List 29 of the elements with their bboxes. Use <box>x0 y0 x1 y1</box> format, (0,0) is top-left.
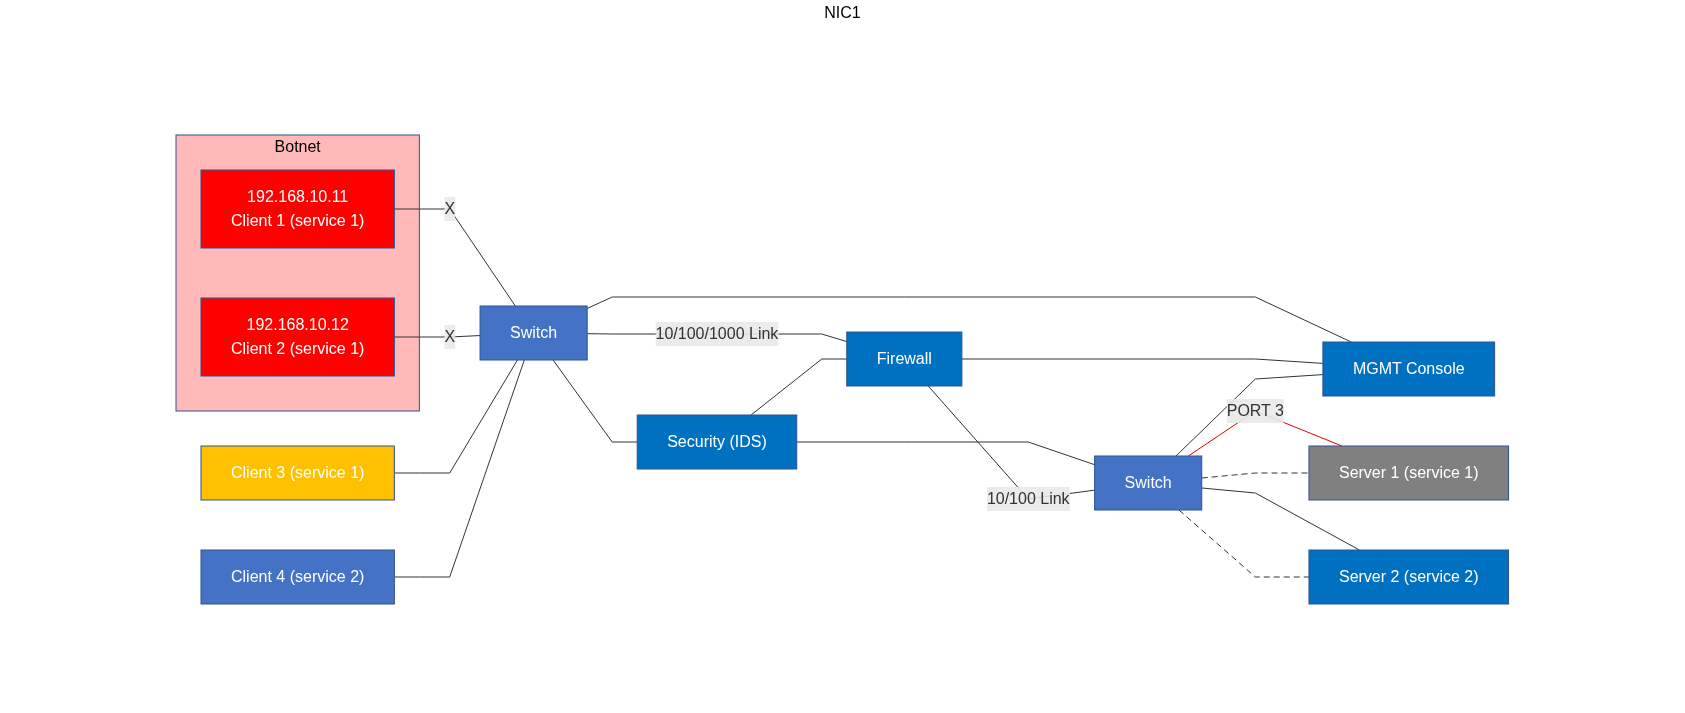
edge-label: 10/100/1000 Link <box>655 325 779 342</box>
connector <box>1175 374 1324 457</box>
node-box: Client 3 (service 1) <box>200 445 396 501</box>
connector <box>394 359 519 474</box>
connector <box>1178 509 1310 578</box>
node-box: Server 2 (service 2) <box>1308 549 1510 605</box>
node-box: 192.168.10.12 Client 2 (service 1) <box>200 297 396 377</box>
node-box: Security (IDS) <box>636 414 798 470</box>
node-box: Switch <box>1094 455 1203 511</box>
connector <box>1201 487 1361 551</box>
edge-label: 10/100 Link <box>987 490 1070 507</box>
edge-label: X <box>444 200 456 217</box>
connector <box>552 359 638 443</box>
connector <box>961 358 1324 364</box>
connector <box>796 441 1096 466</box>
connector <box>394 208 517 307</box>
node-box: 192.168.10.11 Client 1 (service 1) <box>200 169 396 249</box>
node-box: Client 4 (service 2) <box>200 549 396 605</box>
connector <box>394 359 526 578</box>
connector <box>750 358 848 416</box>
connector <box>394 335 481 338</box>
port-label: NIC1 <box>824 4 861 21</box>
edge-label: PORT 3 <box>1226 402 1285 419</box>
node-box: MGMT Console <box>1322 341 1496 397</box>
connector <box>1201 472 1310 479</box>
node-box: Firewall <box>846 331 963 387</box>
node-box: Switch <box>479 305 588 361</box>
edge-label: X <box>444 328 456 345</box>
node-box: Server 1 (service 1) <box>1308 445 1510 501</box>
